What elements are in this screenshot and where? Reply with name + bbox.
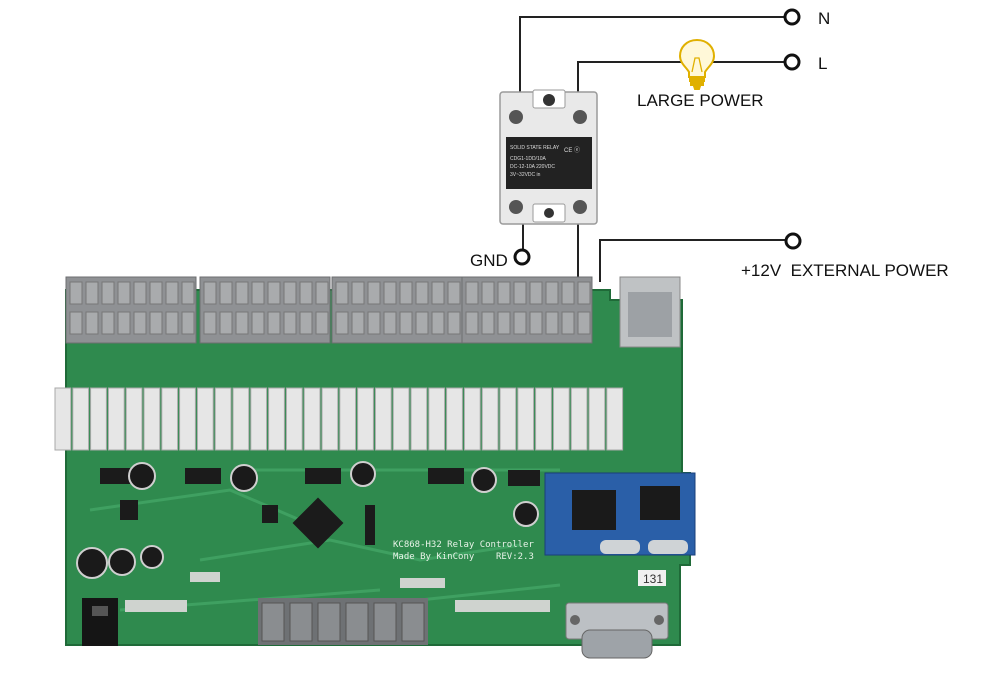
- relay-28: [535, 387, 552, 451]
- ssr-line-2: CDG1-1DD/10A: [510, 156, 547, 162]
- relay-4: [107, 387, 125, 451]
- input-terminal-1: [261, 602, 285, 642]
- input-terminal-2: [289, 602, 313, 642]
- relay-22: [428, 387, 446, 451]
- relay-21: [410, 387, 428, 451]
- input-terminal-block: [258, 598, 428, 645]
- relay-32: [606, 387, 624, 451]
- relay-24: [463, 387, 481, 451]
- terminal-block-2: [199, 276, 331, 344]
- relay-6: [143, 387, 161, 451]
- input-terminal-6: [401, 602, 425, 642]
- terminal-12v: [784, 232, 802, 250]
- relay-2: [72, 387, 90, 451]
- label-n: N: [818, 9, 830, 28]
- relay-8: [179, 387, 196, 451]
- relay-row: [54, 387, 624, 451]
- relay-1: [54, 387, 72, 451]
- solid-state-relay: SOLID STATE RELAY CE ⓔ CDG1-1DD/10A DC-1…: [499, 89, 598, 225]
- relay-15: [303, 387, 321, 451]
- board-made-by: Made By KinCony REV:2.3: [393, 552, 534, 562]
- relay-13: [268, 387, 285, 451]
- bulb-icon: [678, 38, 716, 90]
- wire-live: [577, 61, 683, 95]
- relay-19: [374, 387, 392, 451]
- relay-27: [517, 387, 535, 451]
- wires: [517, 16, 787, 282]
- relay-14: [285, 387, 303, 451]
- db9-port: [565, 602, 669, 659]
- label-large-power: LARGE POWER: [637, 91, 764, 110]
- ssr-line-4: 3V~32VDC in: [510, 172, 541, 178]
- terminal-block-1: [65, 276, 197, 344]
- ethernet-module: [544, 472, 696, 556]
- relay-controller-board: 131 KC868-H32 Relay Controller Made By K…: [54, 276, 696, 659]
- relay-20: [392, 387, 410, 451]
- relay-9: [196, 387, 214, 451]
- ssr-marks: CE ⓔ: [564, 146, 580, 154]
- terminal-blocks-top: [65, 276, 593, 344]
- relay-31: [588, 387, 606, 451]
- wire-neutral: [519, 16, 785, 95]
- terminal-n: [783, 8, 801, 26]
- ssr-line-1: SOLID STATE RELAY: [510, 145, 560, 151]
- input-terminal-3: [317, 602, 341, 642]
- terminal-l: [783, 53, 801, 71]
- relay-5: [125, 387, 143, 451]
- label-l: L: [818, 54, 827, 73]
- label-external-power: +12V EXTERNAL POWER: [741, 261, 949, 280]
- board-title: KC868-H32 Relay Controller: [393, 540, 534, 550]
- ssr-line-3: DC-12-10A 220VDC: [510, 164, 555, 170]
- relay-12: [250, 387, 268, 451]
- wire-external-power: [599, 239, 787, 282]
- terminal-gnd: [513, 248, 531, 266]
- board-sticker: 131: [643, 572, 663, 586]
- power-jack: [82, 598, 118, 646]
- relay-10: [214, 387, 232, 451]
- label-gnd: GND: [470, 251, 508, 270]
- relay-17: [339, 387, 357, 451]
- relay-7: [161, 387, 179, 451]
- relay-23: [446, 387, 463, 451]
- relay-29: [552, 387, 570, 451]
- relay-16: [321, 387, 339, 451]
- terminal-block-3: [331, 276, 463, 344]
- input-terminal-5: [373, 602, 397, 642]
- relay-18: [357, 387, 374, 451]
- relay-3: [90, 387, 107, 451]
- relay-11: [232, 387, 250, 451]
- relay-26: [499, 387, 517, 451]
- input-terminal-4: [345, 602, 369, 642]
- relay-25: [481, 387, 499, 451]
- terminal-block-4: [461, 276, 593, 344]
- relay-30: [570, 387, 588, 451]
